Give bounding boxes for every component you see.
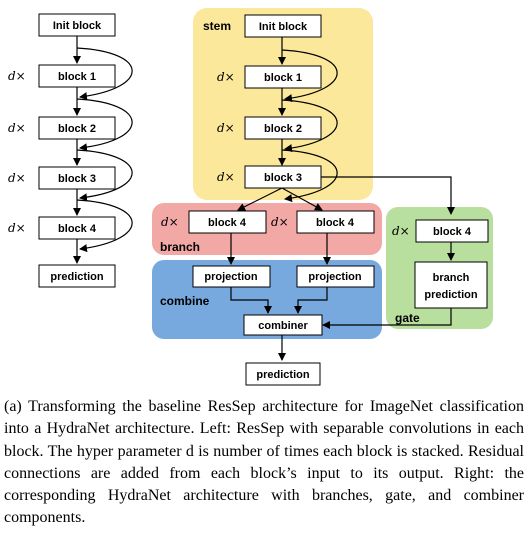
stem-block-1-label: block 1 [264, 72, 302, 84]
left-block-2 [38, 116, 116, 140]
branch-multiplier-b: d× [271, 215, 289, 229]
gate-branch-prediction-line2: prediction [424, 289, 477, 301]
left-block-3-label: block 3 [58, 173, 96, 185]
stem-block-3-label: block 3 [264, 172, 302, 184]
right-diagram: Init block block 1 d× block 2 d× block 3… [161, 14, 489, 386]
left-multiplier-3: d× [8, 171, 26, 185]
left-prediction-label: prediction [50, 271, 103, 283]
left-column: Init block block 1 d× block 2 d× block 3… [8, 13, 133, 288]
left-block-3 [38, 166, 116, 190]
projection-a-label: projection [204, 271, 257, 283]
right-prediction-label: prediction [256, 369, 309, 381]
stem-block-2-label: block 2 [264, 123, 302, 135]
gate-branch-prediction-line1: branch [433, 272, 470, 284]
branch-block-4-b [296, 210, 375, 234]
left-block-4 [38, 216, 116, 240]
branch-block-4-a-label: block 4 [208, 217, 247, 229]
branch-block-4-a [188, 210, 267, 234]
branch-block-4-b-label: block 4 [316, 217, 355, 229]
combine-label: combine [160, 294, 210, 308]
stem-block-1 [244, 65, 322, 89]
gate-block-4-label: block 4 [433, 226, 472, 238]
combiner-label: combiner [258, 320, 308, 332]
figure-caption: (a) Transforming the baseline ResSep arc… [4, 398, 524, 527]
stem-label: stem [203, 19, 231, 33]
gate-label: gate [395, 311, 420, 325]
projection-a [192, 265, 271, 288]
projection-b [296, 265, 375, 288]
left-multiplier-4: d× [8, 221, 26, 235]
stem-multiplier-3: d× [217, 170, 235, 184]
right-prediction [245, 362, 321, 386]
left-prediction [38, 264, 116, 288]
gate-branch-prediction [414, 261, 488, 309]
left-block-4-label: block 4 [58, 223, 97, 235]
stem-block-3 [244, 165, 322, 189]
stem-multiplier-2: d× [217, 121, 235, 135]
gate-block-4 [415, 219, 489, 243]
left-init-block [38, 13, 116, 37]
stem-region [193, 8, 373, 200]
combiner [243, 314, 323, 336]
left-init-block-label: Init block [53, 20, 102, 32]
left-multiplier-2: d× [8, 121, 26, 135]
left-block-2-label: block 2 [58, 123, 96, 135]
left-multiplier-1: d× [8, 69, 26, 83]
projection-b-label: projection [308, 271, 361, 283]
left-block-1-label: block 1 [58, 71, 96, 83]
gate-multiplier: d× [392, 224, 410, 238]
branch-label: branch [160, 240, 200, 254]
hydranet-diagram: stem branch combine gate Init block bloc… [8, 8, 493, 386]
left-block-1 [38, 64, 116, 88]
branch-multiplier-a: d× [161, 215, 179, 229]
stem-multiplier-1: d× [217, 70, 235, 84]
stem-block-2 [244, 116, 322, 140]
stem-init-block [244, 14, 322, 38]
stem-init-block-label: Init block [259, 21, 308, 33]
